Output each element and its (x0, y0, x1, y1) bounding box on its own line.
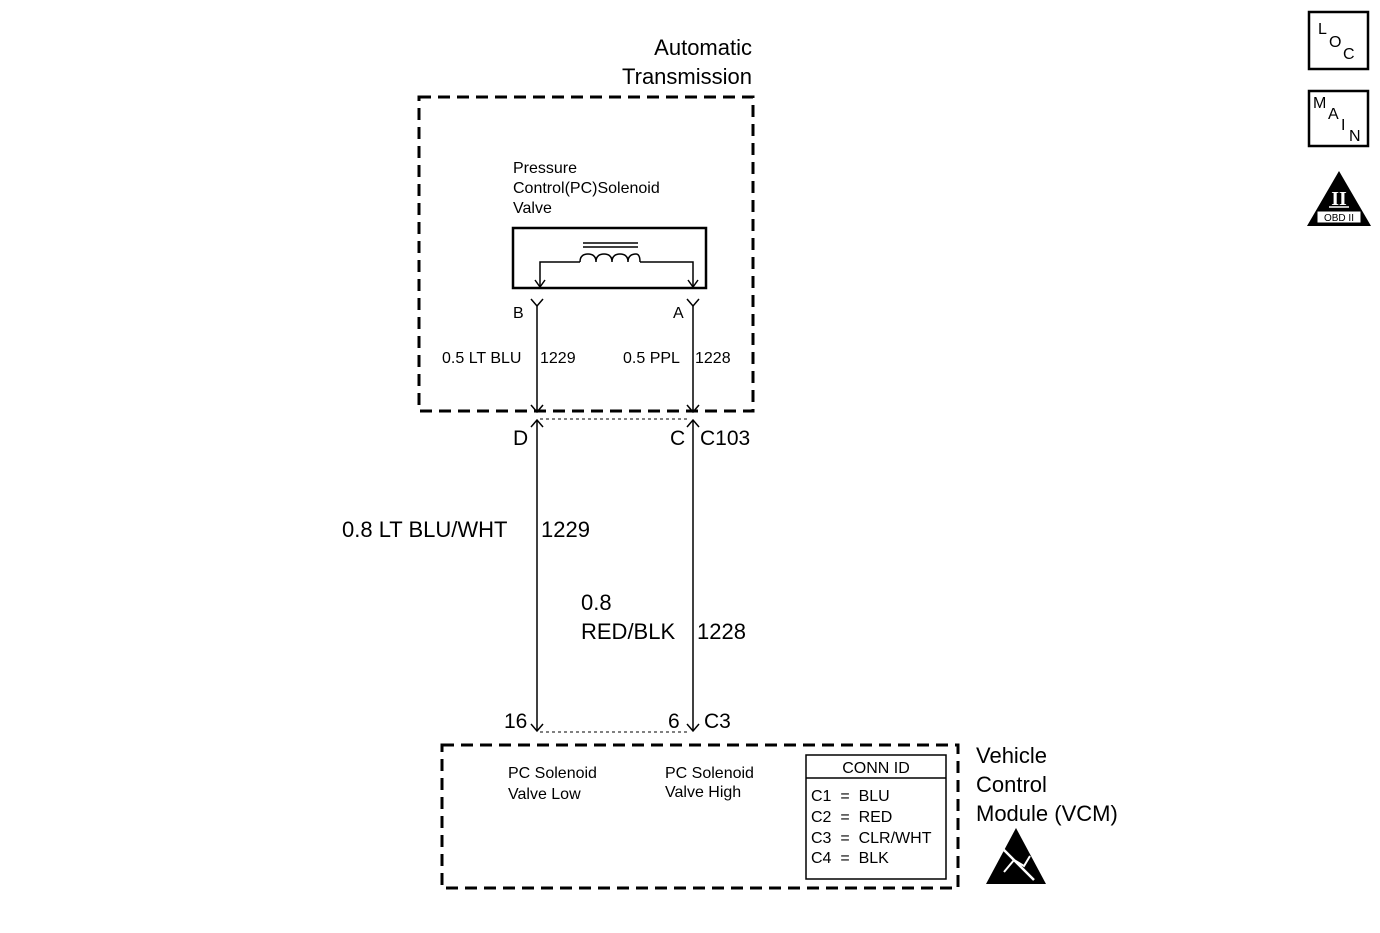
solenoid-label-line1: Pressure (513, 160, 577, 177)
conn-id-table: CONN ID C1 = BLU C2 = RED C3 = CLR/WHT C… (805, 754, 947, 880)
vcm-title-line2: Control (976, 772, 1047, 797)
vcm-low-line2: Valve Low (508, 786, 581, 803)
obd-ii-icon[interactable]: II OBD II (1307, 171, 1371, 226)
wire-a-circuit: 1228 (695, 350, 731, 367)
connector-c103: D C C103 (513, 418, 750, 450)
main-icon-letter-i: I (1341, 117, 1345, 134)
wire-b-circuit: 1229 (540, 350, 576, 367)
vcm-component: PC Solenoid Valve Low PC Solenoid Valve … (440, 743, 1118, 890)
main-icon[interactable]: M A I N (1307, 89, 1370, 148)
connector-c3: 16 6 C3 (504, 710, 731, 733)
vcm-low-line1: PC Solenoid (508, 765, 597, 782)
terminal-a-label: A (673, 305, 684, 322)
c103-pin-d: D (513, 427, 528, 450)
c3-pin-16: 16 (504, 710, 527, 733)
obd-numeral: II (1331, 188, 1347, 210)
conn-id-row: C1 = BLU (811, 788, 890, 805)
wire-a-label: 0.5 PPL (623, 350, 680, 367)
obd-label: OBD II (1324, 213, 1354, 224)
loc-icon-letter-c: C (1343, 46, 1355, 63)
c103-pin-c: C (670, 427, 685, 450)
harness-wire1-circuit: 1229 (541, 517, 590, 542)
esd-sensitive-icon (986, 828, 1046, 884)
harness-wire1-label: 0.8 LT BLU/WHT (342, 517, 507, 542)
harness-wire2-label-line1: 0.8 (581, 590, 612, 615)
vcm-high-line2: Valve High (665, 784, 741, 801)
loc-icon-letter-l: L (1318, 21, 1327, 38)
terminal-b-label: B (513, 305, 524, 322)
main-icon-letter-a: A (1328, 106, 1339, 123)
c3-name: C3 (704, 710, 731, 733)
harness-wire2-circuit: 1228 (697, 619, 746, 644)
solenoid-label-line2: Control(PC)Solenoid (513, 180, 660, 197)
conn-id-header: CONN ID (842, 760, 910, 777)
c103-name: C103 (700, 427, 750, 450)
wire-b-label: 0.5 LT BLU (442, 350, 521, 367)
vcm-high-line1: PC Solenoid (665, 765, 754, 782)
transmission-component: Automatic Transmission Pressure Control(… (417, 35, 755, 413)
main-icon-letter-m: M (1313, 95, 1326, 112)
conn-id-row: C2 = RED (811, 809, 892, 826)
transmission-title-line1: Automatic (654, 35, 752, 60)
main-icon-letter-n: N (1349, 128, 1361, 145)
loc-icon[interactable]: L O C (1307, 10, 1370, 71)
conn-id-row: C3 = CLR/WHT (811, 830, 932, 847)
conn-id-row: C4 = BLK (811, 850, 889, 867)
vcm-title-line1: Vehicle (976, 743, 1047, 768)
wire-circuit-1229 (530, 298, 544, 733)
transmission-title-line2: Transmission (622, 64, 752, 89)
solenoid-label-line3: Valve (513, 200, 552, 217)
c3-pin-6: 6 (668, 710, 680, 733)
harness-wire2-label-line2: RED/BLK (581, 619, 675, 644)
solenoid-coil-icon (511, 226, 708, 290)
loc-icon-letter-o: O (1329, 34, 1341, 51)
vcm-title-line3: Module (VCM) (976, 801, 1118, 826)
wire-circuit-1228 (686, 298, 700, 733)
vcm-boundary (440, 743, 960, 890)
